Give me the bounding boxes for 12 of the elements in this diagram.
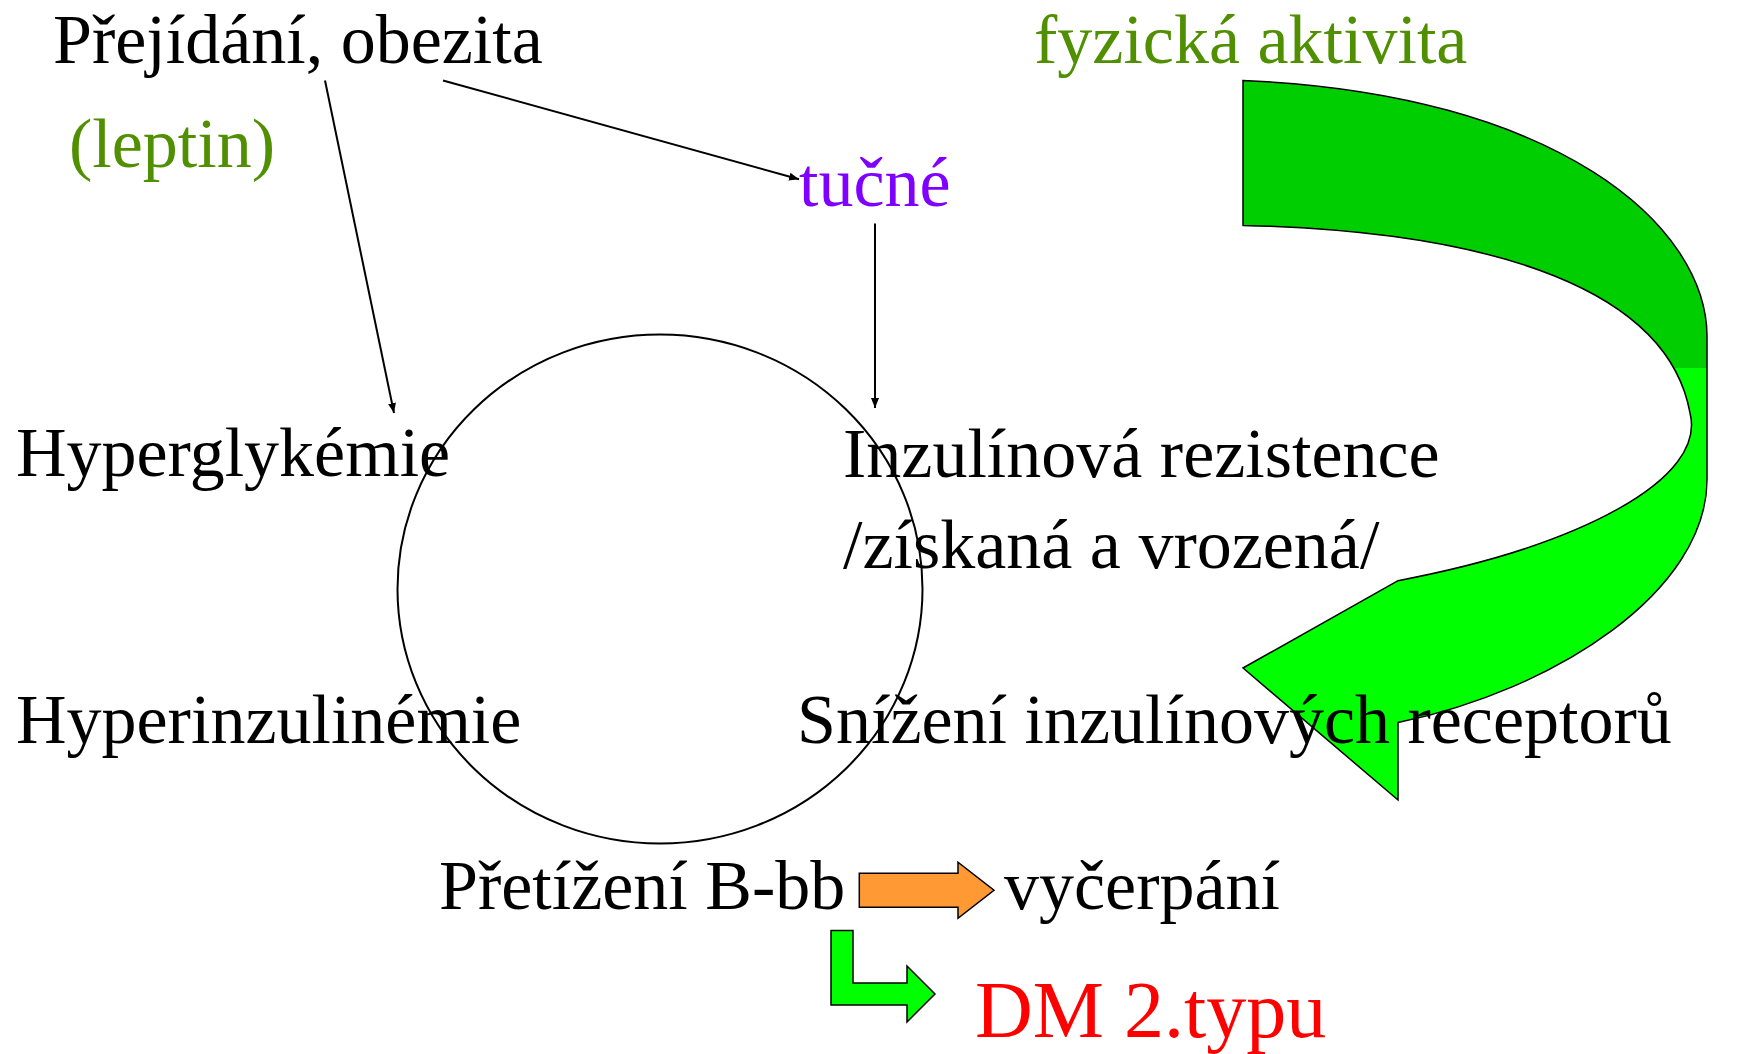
condition-text: Přetížení B-bb xyxy=(439,846,846,926)
block-arrow xyxy=(858,860,996,920)
arrow xyxy=(871,222,879,409)
curved-arrow xyxy=(1242,79,1708,801)
note-text: (leptin) xyxy=(69,104,276,184)
outcome-text: vyčerpání xyxy=(1004,846,1280,926)
arrow xyxy=(324,79,396,414)
arrow xyxy=(442,79,800,181)
intervention-text: fyzická aktivita xyxy=(1034,0,1468,80)
bent-arrow xyxy=(830,929,937,1024)
factor-text: tučné xyxy=(799,143,951,223)
cause-text: Přejídání, obezita xyxy=(53,0,543,80)
